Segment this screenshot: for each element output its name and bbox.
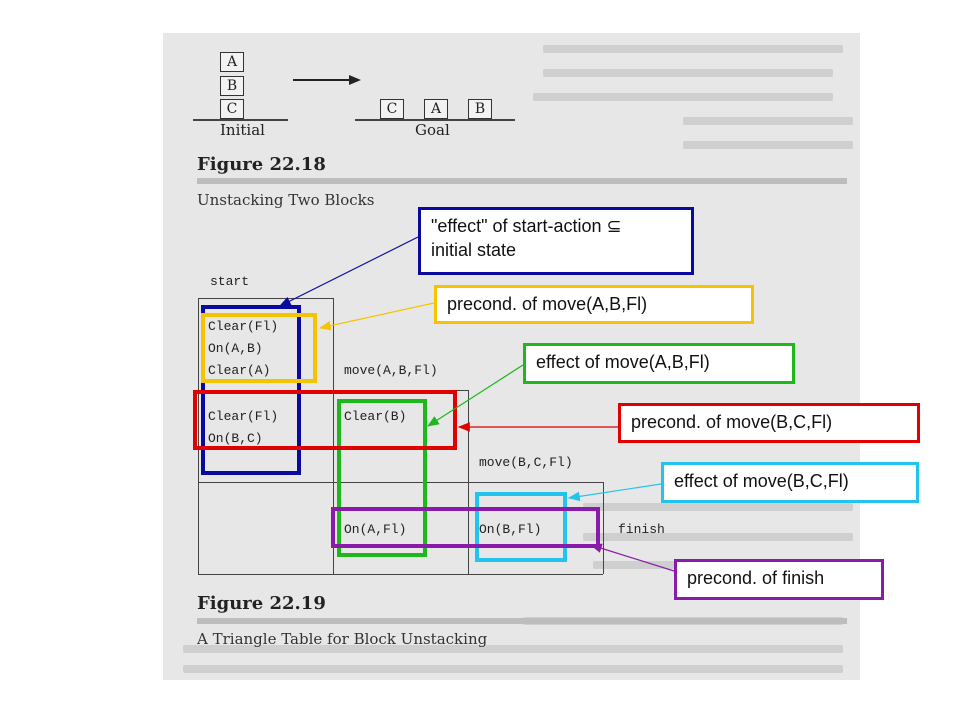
background-text xyxy=(183,665,843,673)
callout-effect-move-b-text: effect of move(B,C,Fl) xyxy=(674,471,849,491)
move1-header: move(A,B,Fl) xyxy=(344,363,438,378)
move2-header: move(B,C,Fl) xyxy=(479,455,573,470)
block-goal-1: C xyxy=(380,99,404,119)
callout-precond-move-b: precond. of move(B,C,Fl) xyxy=(618,403,920,443)
background-text xyxy=(683,141,853,149)
arrow-effect-move-a xyxy=(426,364,524,427)
figure-22-19-title: Figure 22.19 xyxy=(197,593,326,614)
callout-precond-move-a-text: precond. of move(A,B,Fl) xyxy=(447,294,648,314)
start-precond-2: On(A,B) xyxy=(208,341,263,356)
background-text xyxy=(683,117,853,125)
callout-start-effect-line2: initial state xyxy=(431,240,517,260)
finish-row-2: On(B,Fl) xyxy=(479,522,542,537)
table-row3-line xyxy=(198,482,603,483)
callout-effect-move-a: effect of move(A,B,Fl) xyxy=(523,343,795,384)
background-text xyxy=(583,503,853,511)
start-row2-1: Clear(Fl) xyxy=(208,409,279,424)
start-precond-1: Clear(Fl) xyxy=(208,319,279,334)
arrow-effect-move-b xyxy=(567,483,662,502)
table-top-line xyxy=(198,298,333,299)
block-initial-top: A xyxy=(220,52,244,72)
background-text xyxy=(583,533,853,541)
callout-start-effect-line1: "effect" of start-action ⊆ xyxy=(431,216,622,236)
block-goal-2: A xyxy=(424,99,448,119)
table-col3-line xyxy=(603,482,604,574)
block-goal-3: B xyxy=(468,99,492,119)
table-left-line xyxy=(198,298,199,574)
callout-effect-move-b: effect of move(B,C,Fl) xyxy=(661,462,919,503)
highlight-precond-finish xyxy=(331,507,600,548)
callout-precond-finish-text: precond. of finish xyxy=(687,568,825,588)
goal-label: Goal xyxy=(415,121,450,139)
figure-22-19-subtitle: A Triangle Table for Block Unstacking xyxy=(197,630,488,648)
finish-row-1: On(A,Fl) xyxy=(344,522,407,537)
background-text xyxy=(543,45,843,53)
block-initial-bottom: C xyxy=(220,99,244,119)
callout-effect-move-a-text: effect of move(A,B,Fl) xyxy=(536,352,710,372)
table-line-initial xyxy=(193,119,288,121)
background-text xyxy=(543,69,833,77)
highlight-effect-move-b xyxy=(475,492,567,562)
block-initial-middle: B xyxy=(220,76,244,96)
callout-start-effect: "effect" of start-action ⊆ initial state xyxy=(418,207,694,275)
arrow-start-effect xyxy=(278,236,419,307)
arrow-initial-to-goal xyxy=(293,75,361,85)
callout-precond-finish: precond. of finish xyxy=(674,559,884,600)
move1-effect: Clear(B) xyxy=(344,409,407,424)
figure-22-18-title: Figure 22.18 xyxy=(197,154,326,175)
background-text xyxy=(533,93,833,101)
figure-rule xyxy=(197,618,847,624)
arrow-precond-finish xyxy=(589,543,675,572)
arrow-precond-move-a xyxy=(318,302,435,331)
start-label: start xyxy=(210,274,250,289)
highlight-precond-move-a xyxy=(201,313,317,383)
background-text xyxy=(183,645,843,653)
table-col1-line xyxy=(333,298,334,574)
callout-precond-move-b-text: precond. of move(B,C,Fl) xyxy=(631,412,833,432)
start-row2-2: On(B,C) xyxy=(208,431,263,446)
start-precond-3: Clear(A) xyxy=(208,363,271,378)
finish-label: finish xyxy=(618,522,665,537)
initial-label: Initial xyxy=(220,121,265,139)
highlight-precond-move-b xyxy=(193,390,457,450)
table-bottom-line xyxy=(198,574,603,575)
figure-rule xyxy=(197,178,847,184)
table-line-goal xyxy=(355,119,515,121)
figure-22-18-subtitle: Unstacking Two Blocks xyxy=(197,191,375,209)
highlight-effect-move-a xyxy=(337,399,427,557)
callout-precond-move-a: precond. of move(A,B,Fl) xyxy=(434,285,754,324)
